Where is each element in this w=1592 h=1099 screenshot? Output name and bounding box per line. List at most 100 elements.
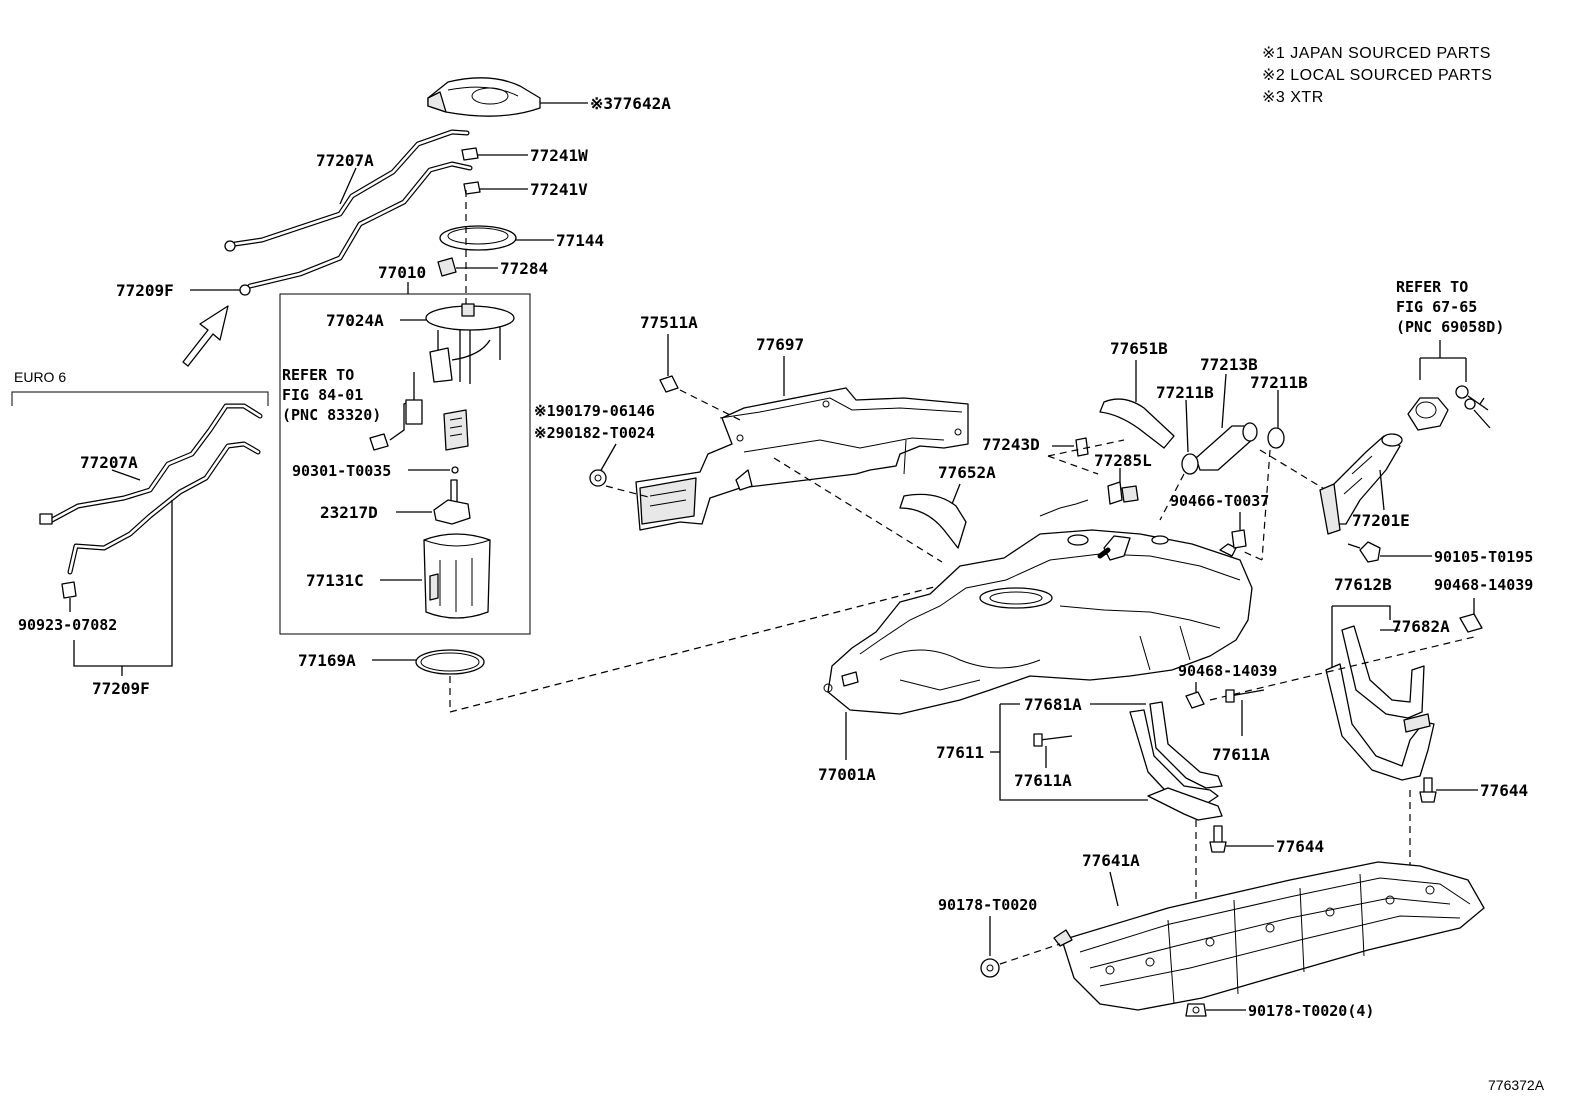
fuel-pipe-77207A-top — [224, 129, 470, 252]
label-77641A[interactable]: 77641A — [1082, 851, 1140, 870]
fuel-pipe-77209F-euro — [67, 441, 261, 575]
heat-protector-77697 — [635, 387, 969, 531]
clamp-77211B-b — [1267, 427, 1285, 449]
pressure-regulator-23217D — [433, 479, 471, 525]
label-90178-T0020-a[interactable]: 90178-T0020 — [938, 896, 1037, 914]
note-japan-sourced: ※1 JAPAN SOURCED PARTS — [1262, 45, 1491, 62]
label-77201E[interactable]: 77201E — [1352, 511, 1410, 530]
label-77211B-b[interactable]: 77211B — [1250, 373, 1308, 392]
clip-77284 — [437, 257, 457, 277]
label-90468-14039-a[interactable]: 90468-14039 — [1434, 576, 1533, 594]
insulator-77651B — [1099, 398, 1175, 449]
label-90923-07082[interactable]: 90923-07082 — [18, 616, 117, 634]
bolt-77644-b — [1419, 777, 1437, 803]
fuel-cap-lock — [1407, 397, 1449, 431]
hose-77213B — [1195, 422, 1258, 471]
label-77144[interactable]: 77144 — [556, 231, 604, 250]
label-90182-T0024[interactable]: ※290182-T0024 — [534, 424, 655, 442]
label-77611A-b[interactable]: 77611A — [1212, 745, 1270, 764]
label-77644-b[interactable]: 77644 — [1480, 781, 1528, 800]
label-77652A[interactable]: 77652A — [938, 463, 996, 482]
label-77644-a[interactable]: 77644 — [1276, 837, 1324, 856]
fuel-pump-assembly-box — [279, 293, 531, 635]
leader-77612B — [1331, 605, 1391, 672]
label-77642A[interactable]: ※377642A — [590, 94, 671, 113]
ref-fig67-line1: REFER TO — [1396, 278, 1468, 296]
ref-fig67-line2: FIG 67-65 — [1396, 298, 1477, 316]
tank-under-cover-77641A — [1053, 861, 1485, 1011]
clip-77241V — [463, 181, 481, 195]
tank-band-77681A — [1129, 701, 1223, 821]
label-77284[interactable]: 77284 — [500, 259, 548, 278]
label-77611A-a[interactable]: 77611A — [1014, 771, 1072, 790]
note-xtr: ※3 XTR — [1262, 89, 1324, 106]
label-77651B[interactable]: 77651B — [1110, 339, 1168, 358]
insulator-77652A — [899, 493, 967, 549]
fuel-filter-element — [443, 409, 469, 451]
label-77169A[interactable]: 77169A — [298, 651, 356, 670]
note-local-sourced: ※2 LOCAL SOURCED PARTS — [1262, 67, 1492, 84]
label-77024A[interactable]: 77024A — [326, 311, 384, 330]
clip-90468-b — [1185, 691, 1205, 709]
label-77697[interactable]: 77697 — [756, 335, 804, 354]
valve-77243D — [1075, 437, 1089, 457]
clip-77241W — [461, 147, 479, 161]
direction-arrow-icon — [182, 305, 229, 367]
euro-leader-77209F — [73, 500, 173, 667]
label-77213B[interactable]: 77213B — [1200, 355, 1258, 374]
gasket-77169A — [415, 649, 485, 675]
retainer-ring-77144 — [439, 225, 517, 251]
label-77131C[interactable]: 77131C — [306, 571, 364, 590]
label-90468-14039-b[interactable]: 90468-14039 — [1178, 662, 1277, 680]
clip-90468-a — [1459, 613, 1483, 633]
label-77285L[interactable]: 77285L — [1094, 451, 1152, 470]
key-icon — [1455, 385, 1491, 429]
ref-fig67-line3: (PNC 69058D) — [1396, 318, 1504, 336]
label-90105-T0195[interactable]: 90105-T0195 — [1434, 548, 1533, 566]
label-77209F-euro[interactable]: 77209F — [92, 679, 150, 698]
label-23217D[interactable]: 23217D — [320, 503, 378, 522]
label-77611[interactable]: 77611 — [936, 743, 984, 762]
label-77207A-top[interactable]: 77207A — [316, 151, 374, 170]
bolt-90105-T0195 — [1347, 541, 1381, 563]
label-77211B-a[interactable]: 77211B — [1156, 383, 1214, 402]
label-77612B[interactable]: 77612B — [1334, 575, 1392, 594]
valve-77285L — [1107, 481, 1139, 505]
fuel-tank-77001A — [823, 499, 1253, 715]
ref-fig84-line3: (PNC 83320) — [282, 406, 381, 424]
nut-90179 — [589, 469, 607, 487]
label-90178-T0020-4[interactable]: 90178-T0020(4) — [1248, 1002, 1374, 1020]
pump-flange-77024A — [425, 303, 515, 384]
leader-77611 — [999, 704, 1148, 801]
fuel-pipe-77207A-euro — [39, 403, 263, 525]
label-77243D[interactable]: 77243D — [982, 435, 1040, 454]
diagram-code: 776372A — [1488, 1077, 1545, 1093]
label-77001A[interactable]: 77001A — [818, 765, 876, 784]
label-77511A[interactable]: 77511A — [640, 313, 698, 332]
clamp-77211B-a — [1181, 453, 1199, 475]
label-77241V[interactable]: 77241V — [530, 180, 588, 199]
clip-90923-07082 — [61, 581, 77, 599]
service-hole-cover — [427, 77, 541, 117]
label-77209F-top[interactable]: 77209F — [116, 281, 174, 300]
label-77010[interactable]: 77010 — [378, 263, 426, 282]
bolt-77644-a — [1209, 825, 1227, 853]
pump-bracket-77131C — [423, 533, 491, 619]
label-77241W[interactable]: 77241W — [530, 146, 588, 165]
euro6-bracket — [11, 391, 269, 406]
label-90466-T0037[interactable]: 90466-T0037 — [1170, 492, 1269, 510]
label-77682A[interactable]: 77682A — [1392, 617, 1450, 636]
clip-90466 — [1231, 529, 1247, 549]
clip-77511A — [659, 375, 679, 393]
bolt-77611A-b — [1225, 689, 1265, 703]
ref-fig84-line2: FIG 84-01 — [282, 386, 363, 404]
ref-fig84-line1: REFER TO — [282, 366, 354, 384]
label-90301-T0035[interactable]: 90301-T0035 — [292, 462, 391, 480]
bolt-77611A-a — [1033, 733, 1073, 747]
label-77207A-euro[interactable]: 77207A — [80, 453, 138, 472]
euro6-label: EURO 6 — [14, 369, 66, 385]
label-90179-06146[interactable]: ※190179-06146 — [534, 402, 655, 420]
nut-90178-b — [1185, 1003, 1207, 1017]
label-77681A[interactable]: 77681A — [1024, 695, 1082, 714]
